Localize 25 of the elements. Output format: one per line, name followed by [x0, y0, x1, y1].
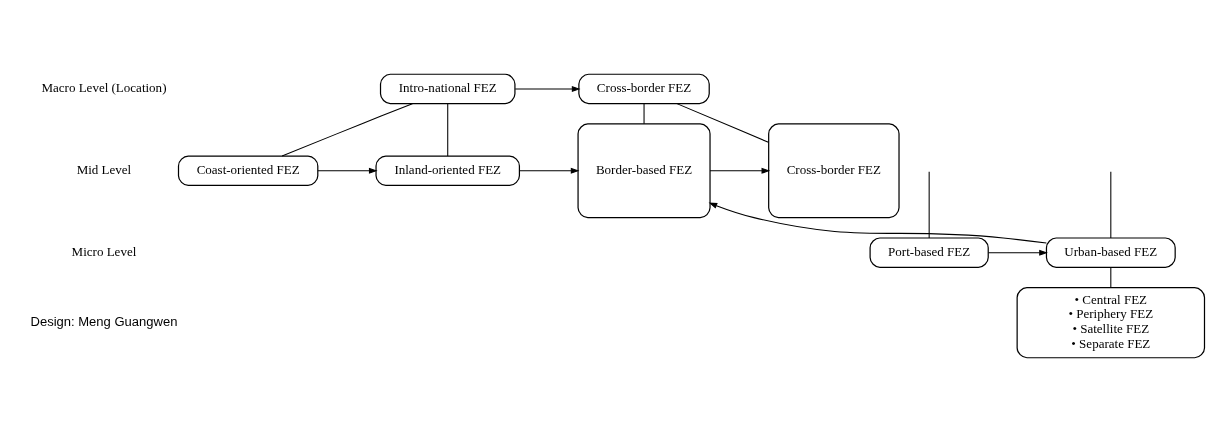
- arrow: [708, 202, 1047, 244]
- node-box: Port-based FEZ: [869, 236, 989, 268]
- connector: [643, 102, 645, 124]
- label: Mid Level: [76, 161, 132, 177]
- connector: [928, 170, 930, 238]
- node-box: Coast-oriented FEZ: [177, 155, 319, 186]
- connector: [1110, 170, 1112, 238]
- node-box: Inland-oriented FEZ: [375, 155, 520, 186]
- arrow: [518, 167, 580, 174]
- node-box: Cross-border FEZ: [578, 73, 710, 104]
- connector: [281, 102, 413, 157]
- connector: [447, 102, 449, 156]
- arrow: [514, 85, 581, 92]
- node-box: Border-based FEZ: [577, 122, 711, 218]
- node-box: Intro-national FEZ: [379, 73, 516, 104]
- label: Macro Level (Location): [41, 79, 167, 95]
- arrow: [987, 249, 1048, 256]
- label: Micro Level: [71, 243, 137, 259]
- node-box: Cross-border FEZ: [768, 122, 900, 218]
- arrow: [317, 167, 378, 174]
- label: Design: Meng Guangwen: [30, 313, 178, 329]
- node-box: • Central FEZ • Periphery FEZ • Satellite FEZ • Separate FEZ: [1016, 286, 1206, 358]
- connector: [1110, 266, 1112, 288]
- node-box: Urban-based FEZ: [1045, 236, 1176, 268]
- arrow: [709, 167, 771, 174]
